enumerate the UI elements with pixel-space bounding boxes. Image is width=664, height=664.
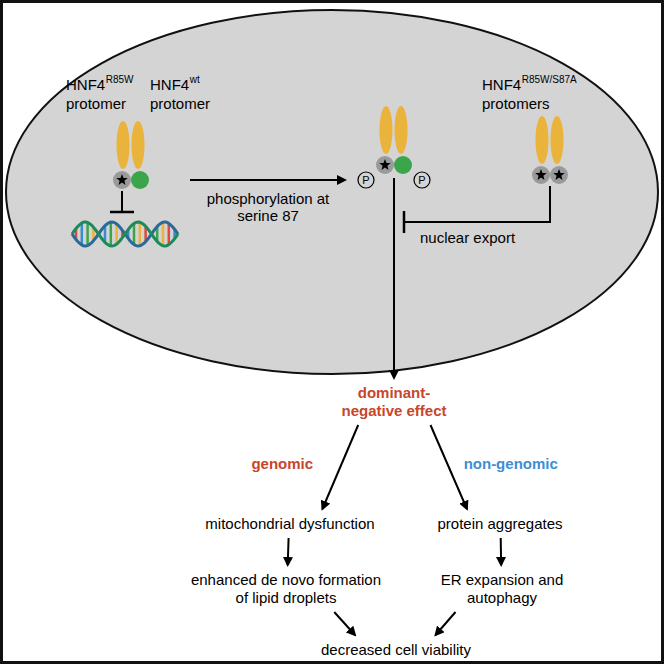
wt-domain xyxy=(131,171,149,189)
node-text: enhanced de novo formation of lipid drop… xyxy=(186,571,386,607)
cell-ellipse xyxy=(6,10,658,374)
protomer-domain xyxy=(536,116,549,164)
node-text: protein aggregates xyxy=(437,515,562,533)
node-text: dominant-negative effect xyxy=(329,384,459,420)
protomer-domain xyxy=(551,116,564,164)
protomer-domain xyxy=(117,121,130,169)
mutant-domain xyxy=(376,156,394,174)
phospho-circle xyxy=(358,172,374,188)
flow-arrow xyxy=(430,425,466,509)
protomer-domain xyxy=(380,106,393,154)
phospho-circle xyxy=(414,172,430,188)
inhibition-line xyxy=(405,186,550,222)
annotation-label: HNF4 xyxy=(482,76,521,93)
annotation-label: protomers xyxy=(482,95,550,112)
inhibition-line xyxy=(121,191,123,212)
node-text: decreased cell viability xyxy=(321,641,471,659)
inhibition-bar xyxy=(110,211,134,214)
process-arrow xyxy=(190,179,345,181)
annotation-label: phosphorylation at serine 87 xyxy=(198,190,338,224)
protomer-domain xyxy=(132,121,145,169)
annotation-label: wt xyxy=(190,74,200,86)
dna-helix xyxy=(72,222,178,246)
flow-arrow xyxy=(287,538,290,565)
mutation-stars xyxy=(116,159,564,185)
flow-arrow xyxy=(436,612,456,635)
flow-text-node: mitochondrial dysfunction xyxy=(202,514,377,534)
flow-text-node: ER expansion and autophagy xyxy=(424,570,580,608)
inhibition-bar xyxy=(403,211,406,233)
annotation-label: P xyxy=(418,174,425,187)
annotation-label: protomer xyxy=(150,95,210,112)
mutant-domain xyxy=(550,166,568,184)
annotation-label: HNF4 xyxy=(66,76,105,93)
edge-label: genomic xyxy=(251,455,313,472)
annotation-label: R85W xyxy=(106,74,134,86)
flow-text-node: dominant-negative effect xyxy=(326,383,462,421)
mutant-domain xyxy=(532,166,550,184)
flow-arrow xyxy=(322,425,358,509)
annotation-label: nuclear export xyxy=(420,229,515,246)
flow-text-node: protein aggregates xyxy=(434,514,565,534)
annotation-label: protomer xyxy=(66,95,126,112)
flow-arrow xyxy=(500,538,502,565)
node-text: mitochondrial dysfunction xyxy=(205,515,374,533)
flow-text-node: decreased cell viability xyxy=(318,640,474,660)
mutant-domain xyxy=(113,171,131,189)
process-arrow xyxy=(393,178,395,378)
node-text: ER expansion and autophagy xyxy=(427,571,577,607)
annotation-label: P xyxy=(362,174,369,187)
wt-domain xyxy=(394,156,412,174)
annotation-label: R85W/S87A xyxy=(522,74,577,86)
flow-arrow xyxy=(334,612,355,635)
protomer-domain xyxy=(395,106,408,154)
edge-label: non-genomic xyxy=(464,455,558,472)
annotation-label: HNF4 xyxy=(150,76,189,93)
flow-text-node: enhanced de novo formation of lipid drop… xyxy=(183,570,389,608)
